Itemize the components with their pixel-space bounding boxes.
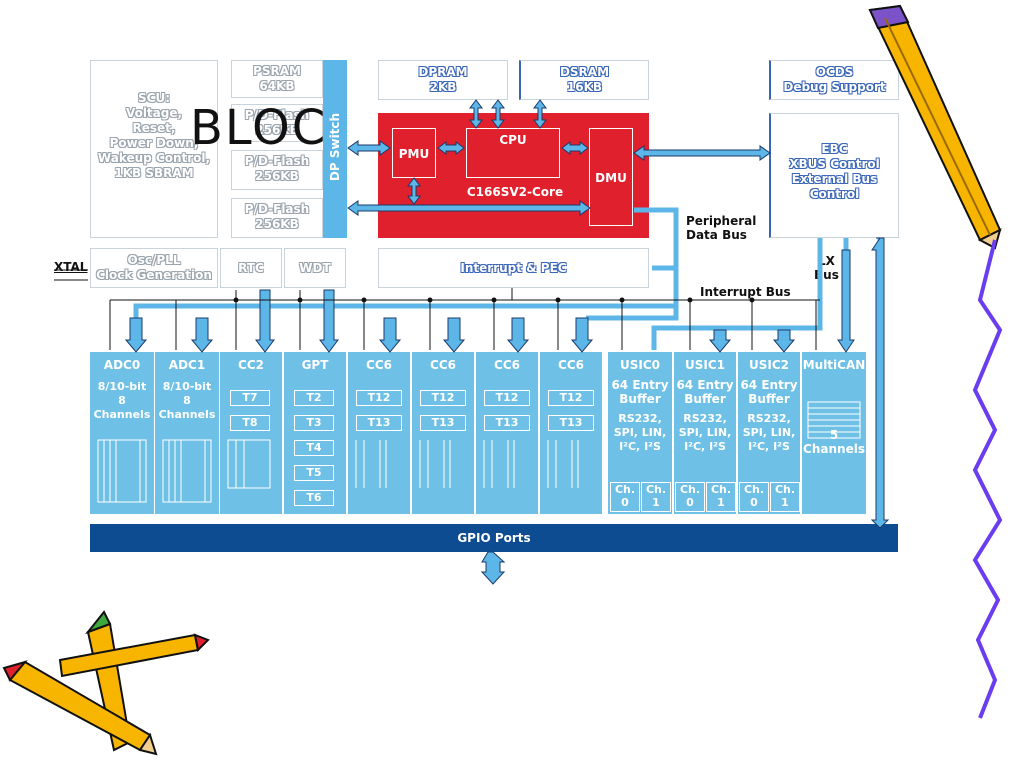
pd-flash-block-1: P/D-Flash 256KB [231,104,323,142]
purple-scribble [972,239,1003,719]
cc2-timer-t8: T8 [230,415,270,431]
multican-desc: 5 Channels [803,428,865,456]
cc6-block-4: CC6 [540,352,602,514]
cc6-4-timer-t13: T13 [548,415,594,431]
dsram-block: DSRAM 16KB [519,60,649,100]
cc2-block: CC2 [220,352,282,514]
core-name: C166SV2-Core [466,185,564,199]
adc1-block: ADC1 8/10-bit 8 Channels [155,352,219,514]
adc0-name: ADC0 [103,358,141,372]
usic2-block: USIC2 64 Entry Buffer RS232, SPI, LIN, I… [738,352,800,514]
gpt-timer-t3: T3 [294,415,334,431]
multican-name: MultiCAN [802,358,866,372]
cc2-timer-t7: T7 [230,390,270,406]
usic0-block: USIC0 64 Entry Buffer RS232, SPI, LIN, I… [608,352,672,514]
dp-switch: DP Switch [323,60,347,238]
cc6-name-3: CC6 [494,358,520,372]
cpu-box: CPU [466,128,560,178]
gpt-timer-t6: T6 [294,490,334,506]
cc6-4-timer-t12: T12 [548,390,594,406]
gpt-name: GPT [301,358,329,372]
multican-block: MultiCAN 5 Channels [802,352,866,514]
usic2-proto: RS232, SPI, LIN, I²C, I²S [742,412,796,453]
rtc-block: RTC [220,248,282,288]
cc6-2-timer-t13: T13 [420,415,466,431]
interrupt-bus [54,269,820,350]
cc6-1-timer-t12: T12 [356,390,402,406]
cc6-3-timer-t12: T12 [484,390,530,406]
interrupt-pec-block: Interrupt & PEC [378,248,649,288]
peripheral-data-bus-label: Peripheral Data Bus [686,214,757,242]
adc-internals [97,401,861,503]
slide-title: BLOC [190,100,328,156]
core-bus-arrows [347,99,771,216]
psram-block: PSRAM 64KB [231,60,323,98]
pencils-bottom-left [2,610,210,756]
dpram-block: DPRAM 2KB [378,60,508,100]
usic0-proto: RS232, SPI, LIN, I²C, I²S [613,412,667,453]
adc1-name: ADC1 [168,358,206,372]
usic2-name: USIC2 [748,358,789,372]
peripheral-drops [124,237,890,585]
adc1-desc: 8/10-bit 8 Channels [158,380,216,421]
usic0-name: USIC0 [619,358,660,372]
gpio-ports-bar: GPIO Ports [90,524,898,552]
gpt-block: GPT [284,352,346,514]
usic1-ch0: Ch. 0 [675,482,705,512]
usic2-ch0: Ch. 0 [739,482,769,512]
cc6-block-1: CC6 [348,352,410,514]
cc6-3-timer-t13: T13 [484,415,530,431]
usic0-ch1: Ch. 1 [641,482,671,512]
usic1-proto: RS232, SPI, LIN, I²C, I²S [678,412,732,453]
cc6-block-3: CC6 [476,352,538,514]
usic1-ch1: Ch. 1 [706,482,736,512]
cc2-name: CC2 [238,358,264,372]
ebc-block: EBC XBUS Control External Bus Control [769,113,899,238]
osc-pll-block: Osc/PLL Clock Generation [90,248,218,288]
usic0-desc: 64 Entry Buffer [611,378,669,406]
scu-block: SCU: Voltage, Reset, Power Down, Wakeup … [90,60,218,238]
cc6-name-1: CC6 [366,358,392,372]
gpt-timer-t2: T2 [294,390,334,406]
usic1-name: USIC1 [684,358,725,372]
usic2-desc: 64 Entry Buffer [740,378,798,406]
cc6-2-timer-t12: T12 [420,390,466,406]
gpt-timer-t4: T4 [294,440,334,456]
gpt-timer-t5: T5 [294,465,334,481]
pd-flash-block-3: P/D-Flash 256KB [231,198,323,238]
cc6-1-timer-t13: T13 [356,415,402,431]
dmu-box: DMU [589,128,633,226]
interrupt-bus-label: Interrupt Bus [700,285,791,299]
pd-flash-block-2: P/D-Flash 256KB [231,150,323,190]
cc6-name-2: CC6 [430,358,456,372]
adc0-desc: 8/10-bit 8 Channels [93,380,151,421]
usic1-desc: 64 Entry Buffer [676,378,734,406]
usic1-block: USIC1 64 Entry Buffer RS232, SPI, LIN, I… [674,352,736,514]
pencil-top-right [868,4,1002,250]
usic2-ch1: Ch. 1 [770,482,800,512]
wdt-block: WDT [284,248,346,288]
ocds-block: OCDS Debug Support [769,60,899,100]
cc6-name-4: CC6 [558,358,584,372]
core-block [378,113,649,238]
usic0-ch0: Ch. 0 [610,482,640,512]
adc0-block: ADC0 8/10-bit 8 Channels [90,352,154,514]
cc6-block-2: CC6 [412,352,474,514]
